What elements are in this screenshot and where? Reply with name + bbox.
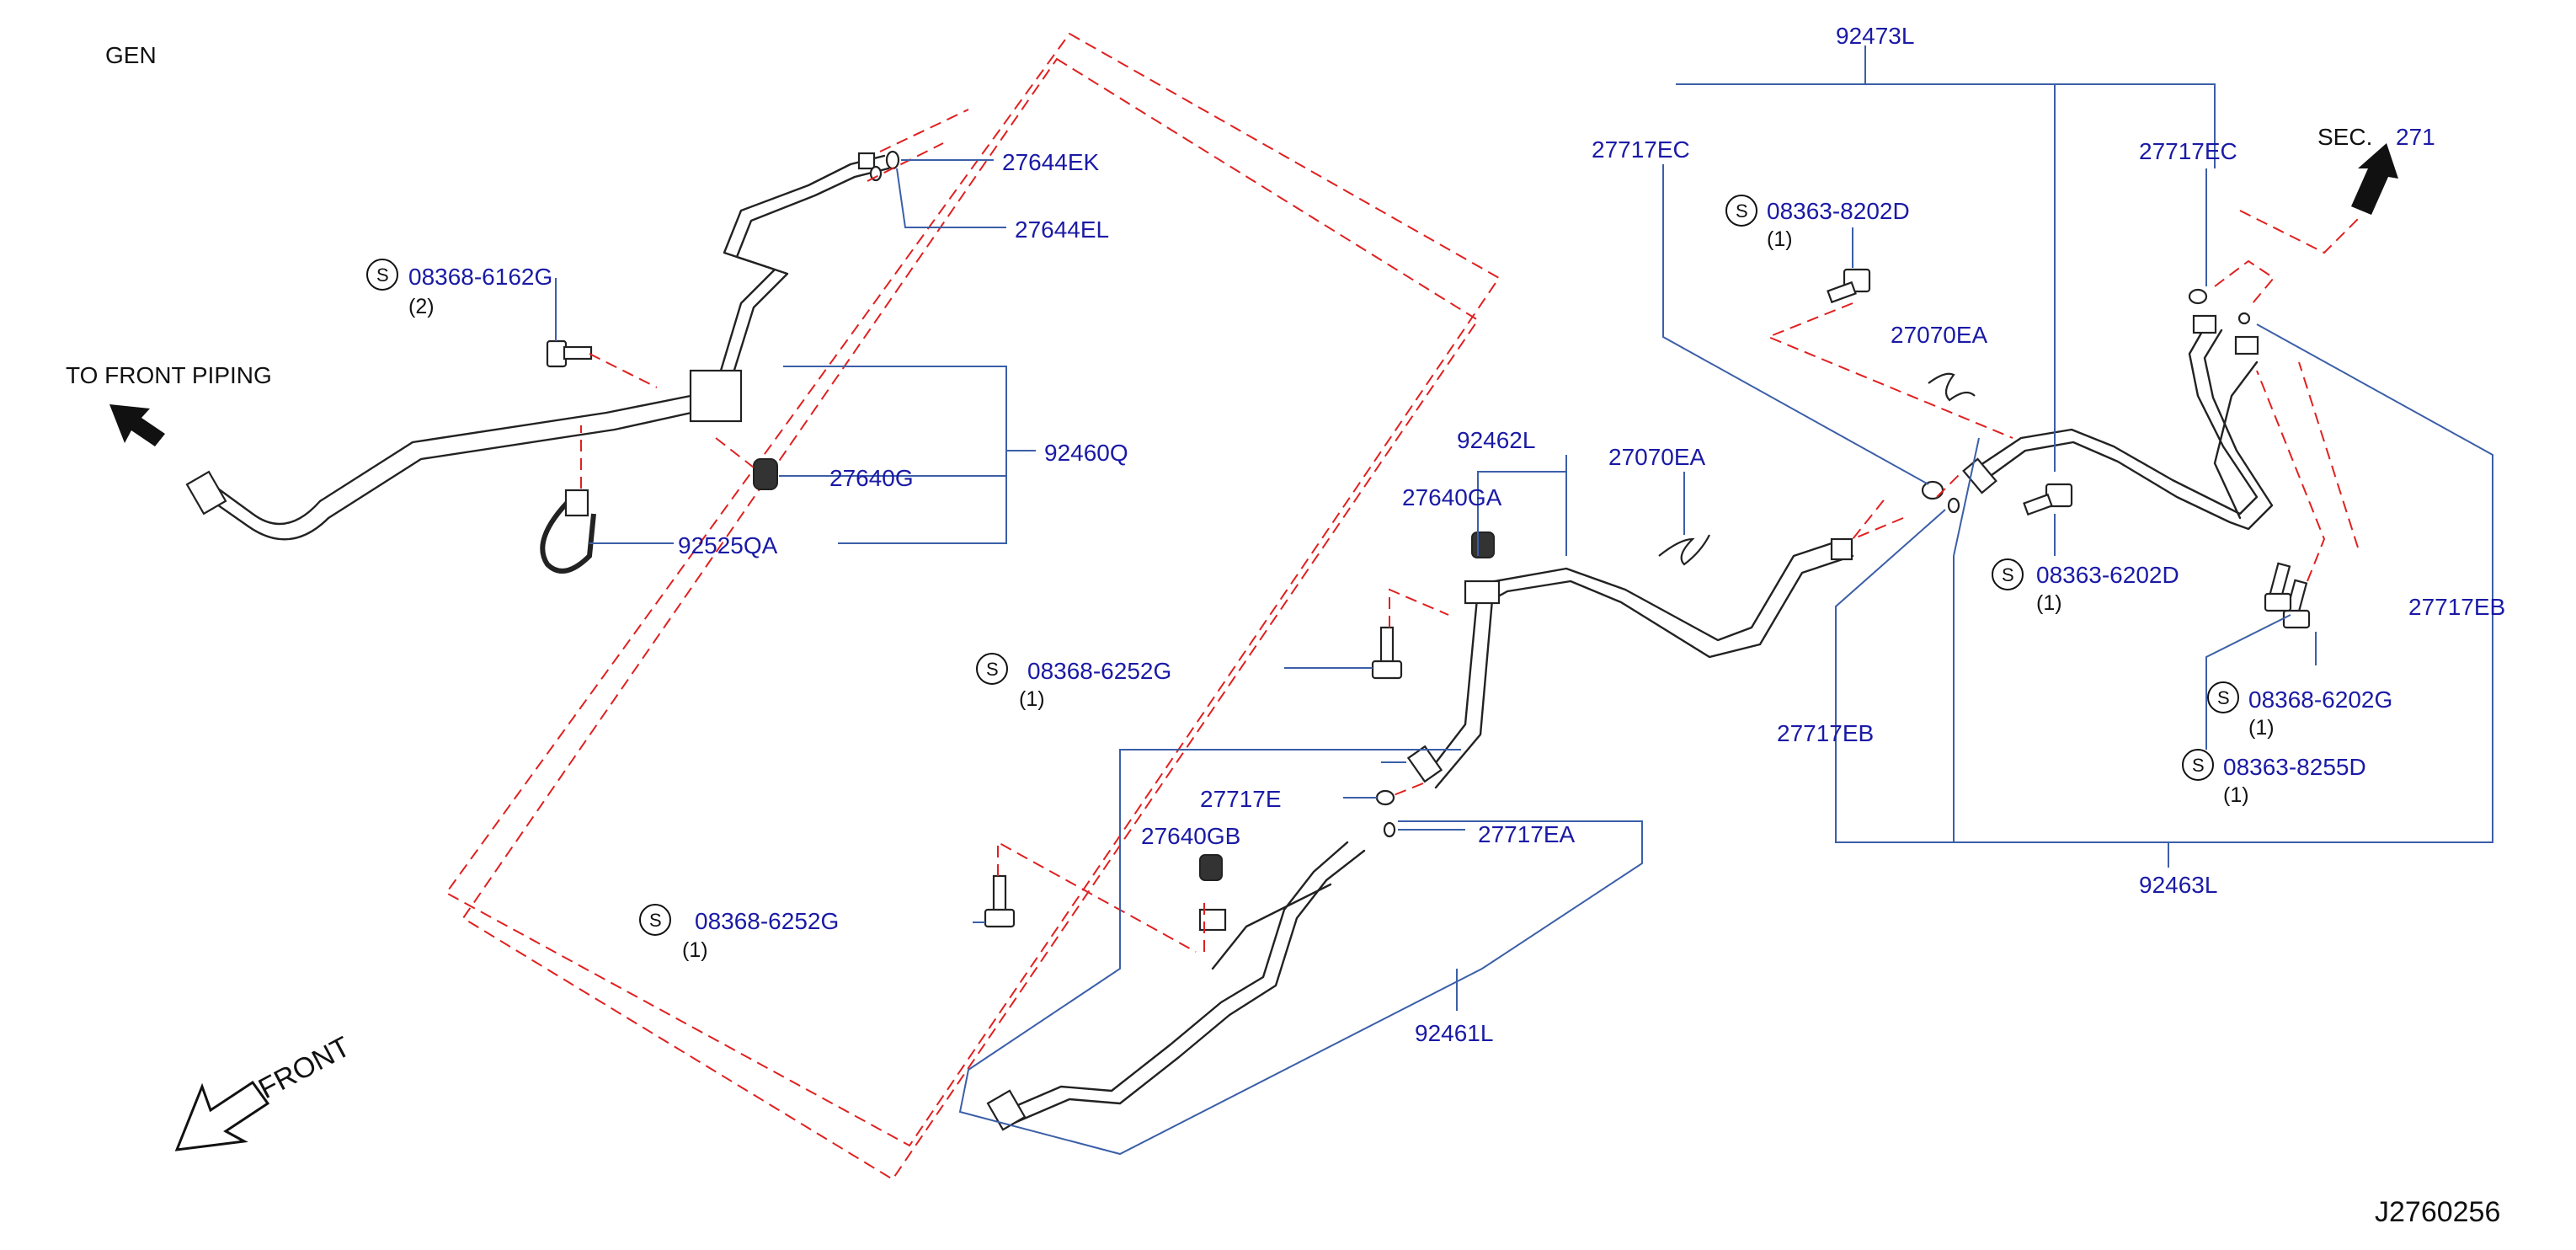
label-08363-8202d[interactable]: 08363-8202D — [1767, 198, 1910, 224]
label-27717ec-right[interactable]: 27717EC — [2139, 138, 2237, 164]
bolt-08368-6162g-icon — [546, 339, 593, 368]
pipe-assembly-92462l — [1406, 537, 1854, 789]
svg-text:S: S — [2192, 755, 2205, 776]
label-27640gb[interactable]: 27640GB — [1141, 823, 1240, 849]
grommet-27640g-icon — [753, 458, 778, 490]
label-92463l[interactable]: 92463L — [2139, 872, 2217, 898]
svg-text:S: S — [2002, 564, 2014, 585]
svg-text:S: S — [986, 659, 999, 680]
pipe-assembly-92463l — [1962, 314, 2274, 531]
front-label: FRONT — [253, 1031, 355, 1106]
clamp-block — [689, 369, 743, 423]
standard-part-badge: S — [976, 653, 1008, 685]
sec-prefix: SEC. — [2317, 124, 2372, 150]
label-27644ek[interactable]: 27644EK — [1002, 149, 1100, 175]
standard-part-badge: S — [2182, 749, 2214, 781]
svg-text:S: S — [376, 264, 389, 286]
label-08363-6202d[interactable]: 08363-6202D — [2036, 562, 2179, 588]
pipe-end-fitting — [185, 470, 227, 515]
label-27640g[interactable]: 27640G — [829, 465, 914, 491]
label-27717ea[interactable]: 27717EA — [1478, 821, 1576, 847]
bolt-08363-6202d-icon — [2023, 483, 2073, 516]
standard-part-badge: S — [1992, 558, 2024, 590]
qty-08368-6162g: (2) — [408, 295, 435, 318]
label-08368-6252g-top[interactable]: 08368-6252G — [1027, 658, 1171, 684]
qty-08363-8202d: (1) — [1767, 227, 1793, 251]
clip-92525qa-icon — [540, 489, 596, 574]
label-27644el[interactable]: 27644EL — [1015, 216, 1109, 243]
o-ring-27717e-icon — [1375, 789, 1395, 806]
label-27717eb-right[interactable]: 27717EB — [2408, 594, 2505, 620]
clip-27070ea-top-icon — [1928, 372, 1976, 402]
pipe-end-fitting-92461l — [986, 1089, 1027, 1131]
pipe-end-fitting-92462l — [1406, 745, 1443, 783]
front-arrow-icon — [174, 1080, 270, 1151]
label-27717ec-left[interactable]: 27717EC — [1592, 136, 1690, 163]
o-ring-27644el — [869, 165, 883, 182]
bolt-08368-6252g-top-icon — [1371, 626, 1403, 680]
standard-part-badge: S — [1725, 195, 1757, 227]
label-08363-8255d[interactable]: 08363-8255D — [2223, 754, 2366, 780]
label-27717e[interactable]: 27717E — [1200, 786, 1282, 812]
standard-part-badge: S — [639, 904, 671, 936]
qty-08368-6202g: (1) — [2248, 716, 2275, 740]
to-front-piping-label: TO FRONT PIPING — [66, 362, 272, 388]
label-92460q[interactable]: 92460Q — [1044, 440, 1128, 466]
standard-part-badge: S — [366, 259, 398, 291]
o-ring-27717eb-right-icon — [2237, 312, 2251, 325]
pipe-end-fitting-92462l-right — [1830, 537, 1853, 561]
label-27717eb-left[interactable]: 27717EB — [1777, 720, 1874, 746]
bolt-08363-8202d-icon — [1827, 268, 1871, 304]
clip-27070ea-mid-icon — [1658, 534, 1710, 566]
o-ring-27717ec-left-icon — [1921, 480, 1944, 500]
qty-08363-6202d: (1) — [2036, 591, 2062, 615]
svg-text:S: S — [2217, 687, 2230, 708]
label-08368-6162g[interactable]: 08368-6162G — [408, 264, 552, 290]
label-92462l[interactable]: 92462L — [1457, 427, 1535, 453]
qty-08368-6252g-top: (1) — [1019, 687, 1045, 711]
standard-part-badge: S — [2207, 681, 2239, 713]
assembly-boundary — [445, 32, 1501, 1181]
label-27070ea-mid[interactable]: 27070EA — [1608, 444, 1706, 470]
label-27640ga[interactable]: 27640GA — [1402, 484, 1502, 510]
pipe-end-fitting-92463l — [1962, 457, 1997, 494]
qty-08363-8255d: (1) — [2223, 783, 2249, 807]
label-08368-6252g-bottom[interactable]: 08368-6252G — [695, 908, 839, 934]
section-code: GEN — [105, 42, 157, 68]
label-92525qa[interactable]: 92525QA — [678, 532, 778, 558]
label-08368-6202g[interactable]: 08368-6202G — [2248, 686, 2392, 713]
bolt-08368-6252g-bottom-icon — [984, 874, 1016, 928]
label-92473l[interactable]: 92473L — [1836, 23, 1914, 49]
pipe-end-fitting-92463l-top — [2192, 314, 2217, 334]
grommet-27640gb-icon — [1199, 854, 1223, 881]
sec-arrow-icon — [2351, 143, 2398, 215]
bolt-08363-8255d-icon — [2264, 562, 2292, 612]
pipe-assembly-92460q — [185, 152, 890, 541]
svg-text:S: S — [649, 910, 662, 931]
label-92461l[interactable]: 92461L — [1415, 1020, 1493, 1046]
o-ring-27644ek — [885, 150, 900, 170]
pipe-end-fitting-92463l-top2 — [2234, 335, 2259, 355]
o-ring-27717ea-icon — [1383, 821, 1396, 838]
o-ring-27717ec-right-icon — [2188, 288, 2208, 305]
diagram-id: J2760256 — [2375, 1196, 2500, 1228]
sec-number[interactable]: 271 — [2396, 124, 2435, 150]
qty-08368-6252g-bottom: (1) — [682, 938, 708, 962]
o-ring-27717eb-left-icon — [1947, 497, 1960, 514]
label-27070ea-top[interactable]: 27070EA — [1891, 322, 1988, 348]
to-front-arrow-icon — [109, 404, 165, 446]
grommet-27640ga-icon — [1471, 532, 1495, 558]
pipe-assembly-92461l — [986, 841, 1366, 1131]
svg-text:S: S — [1736, 200, 1748, 222]
pipe-end-fitting-top — [857, 152, 876, 170]
bracket-92462l — [1464, 580, 1501, 605]
